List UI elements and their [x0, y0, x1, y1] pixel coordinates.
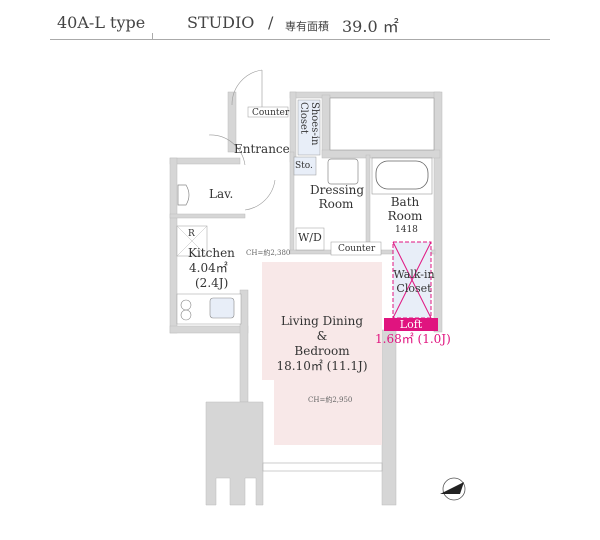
shoes-closet-label: Shoes-in Closet — [298, 102, 320, 146]
area-label: 専有面積 — [285, 20, 329, 33]
toilet — [177, 184, 190, 206]
walk-in-closet-label: Walk-in Closet — [393, 268, 435, 295]
stove-burner — [180, 309, 192, 321]
entrance-label: Entrance — [234, 142, 290, 156]
bath-size: 1418 — [395, 225, 418, 235]
washer-label: W/D — [298, 231, 322, 244]
counter-mid-label: Counter — [338, 244, 376, 254]
wall — [169, 213, 246, 219]
lavatory-label: Lav. — [209, 187, 234, 201]
counter-mid — [330, 241, 382, 256]
living-amp: & — [316, 329, 328, 343]
living-area — [262, 262, 382, 445]
washer-space — [295, 227, 325, 251]
storage-area — [293, 156, 317, 176]
compass-icon — [440, 477, 466, 501]
header-rule — [50, 39, 550, 40]
column — [205, 401, 264, 506]
counter-top-label: Counter — [252, 108, 290, 118]
fridge-cross — [176, 225, 208, 257]
door-swing — [231, 69, 263, 106]
area-value: 39.0 ㎡ — [342, 17, 399, 36]
wall — [227, 91, 237, 153]
living-label: Living Dining — [280, 314, 364, 328]
header-divider — [152, 33, 153, 40]
wall — [289, 91, 297, 163]
kitchen-ceiling-height: CH=約2,380 — [246, 249, 291, 257]
closet-cross — [392, 241, 432, 319]
wall — [289, 151, 295, 253]
window — [262, 462, 383, 472]
door-swing — [244, 179, 276, 211]
upper-room — [329, 97, 435, 151]
wall — [169, 325, 249, 334]
storage-label: Sto. — [295, 161, 313, 171]
kitchen-area: 4.04㎡ — [189, 261, 228, 275]
living-ceiling-height: CH=約2,950 — [308, 396, 353, 404]
fridge-label: R — [188, 229, 195, 239]
counter-top — [247, 106, 289, 118]
living-area-value: 18.10㎡ (11.1J) — [276, 359, 368, 373]
dressing-room-label: Dressing Room — [310, 183, 365, 211]
wall — [169, 157, 241, 165]
wall — [433, 91, 443, 333]
plan-type: STUDIO — [187, 13, 255, 32]
loft-area: 1.68㎡ (1.0J) — [375, 332, 451, 346]
wall — [321, 149, 441, 159]
sink — [209, 297, 235, 319]
bathtub — [375, 160, 429, 190]
unit-type: 40A-L type — [57, 13, 146, 32]
bedroom-label: Bedroom — [294, 344, 350, 358]
wall — [289, 91, 441, 99]
kitchen-label: Kitchen — [188, 246, 235, 260]
shoes-closet-area — [297, 99, 321, 156]
bath-room-label: Bath Room — [387, 195, 423, 223]
header-separator: / — [268, 13, 274, 32]
washbasin — [327, 158, 359, 185]
wall — [321, 94, 331, 156]
wall — [169, 157, 178, 334]
loft-label: Loft — [384, 318, 438, 331]
door-swing — [208, 134, 246, 166]
wall — [381, 329, 397, 506]
wall — [365, 154, 371, 251]
kitchen-jo: (2.4J) — [195, 276, 229, 290]
